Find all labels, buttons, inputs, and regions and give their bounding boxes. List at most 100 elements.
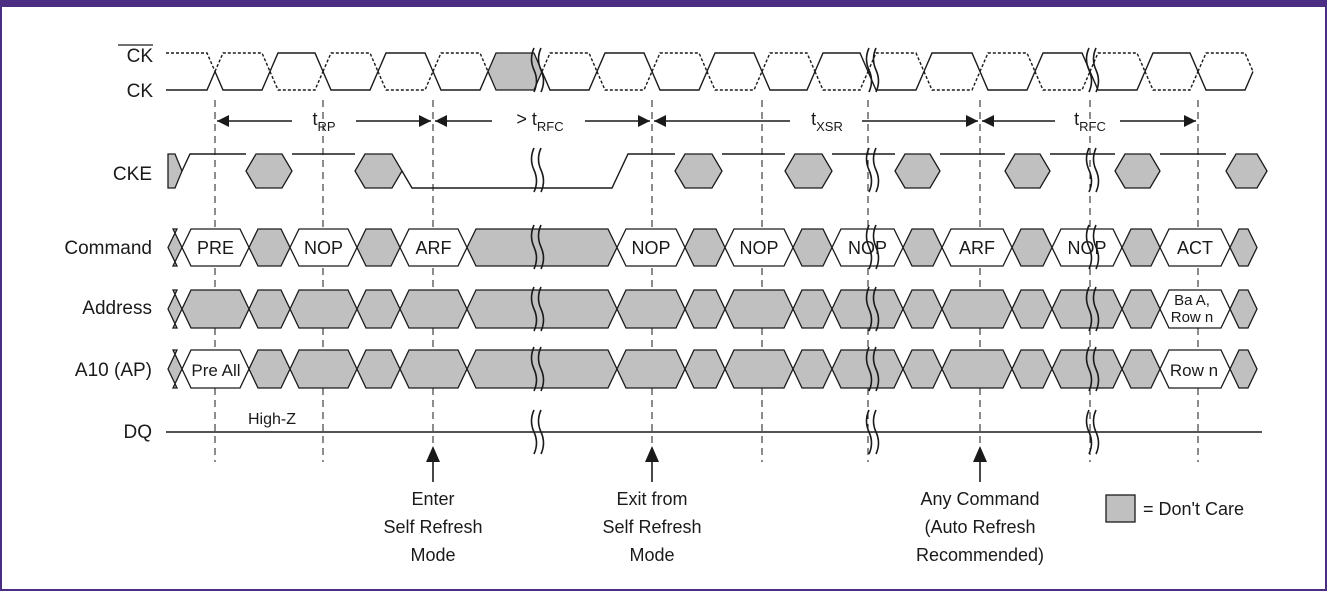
break-mark <box>530 47 538 93</box>
cke-high <box>181 153 246 172</box>
a10-dont-care <box>1229 349 1258 389</box>
break-mark <box>865 346 873 392</box>
ck-edge <box>541 71 598 91</box>
a10-dont-care <box>1011 349 1053 389</box>
ck-bar-label: CK <box>127 46 154 67</box>
exit-annotation-line1: Exit from <box>616 489 687 509</box>
break-mark <box>1085 346 1093 392</box>
ck-bar-edge <box>1089 52 1146 72</box>
command-value-text: NOP <box>1067 238 1106 258</box>
ck-edge <box>923 52 981 72</box>
break-mark <box>865 224 873 270</box>
ck-bar-edge <box>1197 52 1254 72</box>
exit-annotation-line2: Self Refresh <box>602 517 701 537</box>
break-mark <box>537 409 545 455</box>
address-dont-care <box>902 289 943 329</box>
arrowhead <box>638 115 650 127</box>
ck-bar-edge <box>377 71 434 91</box>
command-dont-care <box>167 228 183 267</box>
ck-edge <box>1144 52 1199 72</box>
break-mark <box>872 47 880 93</box>
break-mark <box>865 286 873 332</box>
break-mark <box>1092 147 1100 193</box>
ck-bar-edge <box>432 52 489 72</box>
address-dont-care <box>289 289 358 329</box>
address-dont-care <box>792 289 833 329</box>
break-mark <box>872 409 880 455</box>
a10-dont-care <box>831 349 904 389</box>
ck-bar-edge <box>214 52 271 72</box>
break-mark <box>530 286 538 332</box>
dq-label: DQ <box>124 422 153 443</box>
arrowhead <box>435 115 447 127</box>
break-mark <box>872 346 880 392</box>
address-dont-care <box>1229 289 1258 329</box>
address-dont-care <box>356 289 401 329</box>
a10-dont-care <box>289 349 358 389</box>
cke-dont-care <box>1004 153 1051 189</box>
cke-low-self-refresh <box>401 153 675 189</box>
cke-dont-care <box>245 153 293 189</box>
ck-bar-edge <box>923 71 981 91</box>
annotation-arrow-head <box>973 446 987 462</box>
address-dont-care <box>181 289 250 329</box>
break-mark <box>1092 224 1100 270</box>
address-bank-text: Ba A, <box>1174 292 1210 309</box>
any-annotation-line3: Recommended) <box>916 545 1044 565</box>
break-mark <box>1092 409 1100 455</box>
address-dont-care <box>1011 289 1053 329</box>
ck-edge <box>1089 71 1146 91</box>
command-value-text: ARF <box>959 238 995 258</box>
break-mark <box>537 286 545 332</box>
timing-label-txsr: tXSR <box>811 109 843 134</box>
address-dont-care <box>616 289 686 329</box>
break-mark <box>1085 286 1093 332</box>
break-mark <box>537 147 545 193</box>
arrowhead <box>217 115 229 127</box>
command-dont-care <box>248 228 291 267</box>
a10-pre-all-text: Pre All <box>191 361 240 380</box>
ck-waveform <box>166 52 1254 91</box>
command-dont-care <box>792 228 833 267</box>
a10-dont-care <box>356 349 401 389</box>
a10-dont-care <box>399 349 468 389</box>
ck-bar-edge <box>1144 71 1199 91</box>
break-mark <box>1092 346 1100 392</box>
enter-annotation-line1: Enter <box>411 489 454 509</box>
a10-dont-care <box>248 349 291 389</box>
a10-dont-care <box>684 349 726 389</box>
a10-dont-care <box>616 349 686 389</box>
break-mark <box>537 224 545 270</box>
annotation-arrow-head <box>645 446 659 462</box>
cke-dont-care <box>354 153 403 189</box>
dont-care-legend-label: = Don't Care <box>1143 499 1244 519</box>
cke-dont-care <box>1225 153 1268 189</box>
cke-dont-care <box>674 153 723 189</box>
ck-bar-edge <box>706 71 763 91</box>
ck-edge <box>814 52 869 72</box>
break-mark <box>1085 47 1093 93</box>
arrowhead <box>419 115 431 127</box>
command-value-text: PRE <box>197 238 234 258</box>
break-mark <box>530 409 538 455</box>
command-dont-care <box>684 228 726 267</box>
command-dont-care <box>356 228 401 267</box>
ck-bar-edge <box>761 52 816 72</box>
break-mark <box>872 286 880 332</box>
ck-bar-edge <box>322 52 379 72</box>
address-dont-care <box>684 289 726 329</box>
a10-dont-care <box>941 349 1013 389</box>
address-dont-care <box>167 289 183 329</box>
a10-dont-care <box>792 349 833 389</box>
cke-dont-care <box>784 153 833 189</box>
break-mark <box>1085 224 1093 270</box>
ck-bar-edge <box>541 52 598 72</box>
ck-edge <box>269 52 324 72</box>
ck-label: CK <box>127 81 154 102</box>
ck-bar-edge <box>269 71 324 91</box>
a10-dont-care <box>1121 349 1161 389</box>
address-dont-care <box>248 289 291 329</box>
annotations: Enter Self Refresh Mode Exit from Self R… <box>383 446 1244 565</box>
